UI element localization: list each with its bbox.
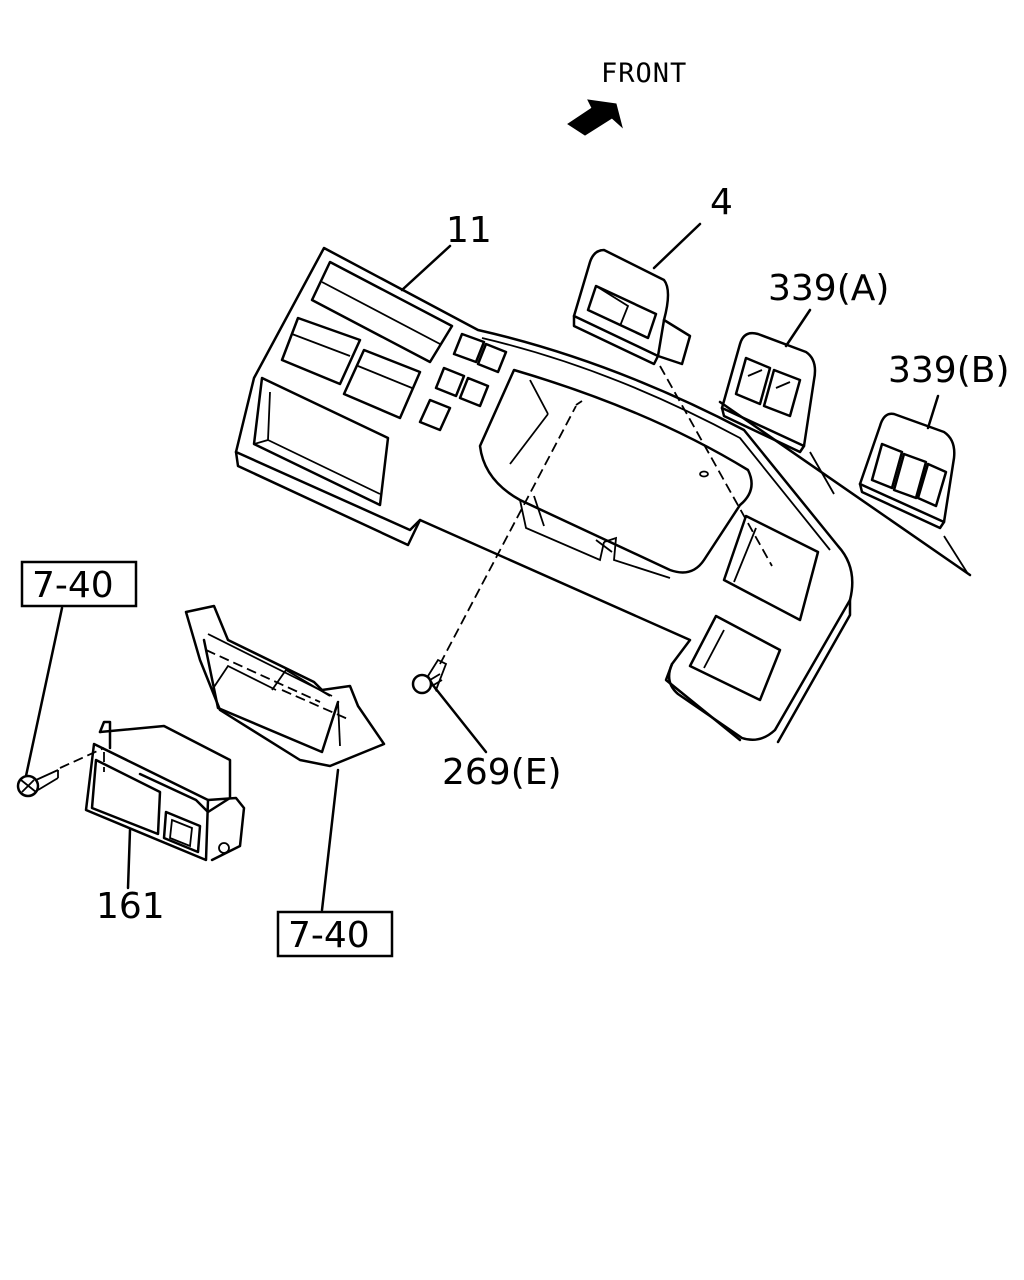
- switch-4: [572, 248, 692, 366]
- front-indicator: FRONT: [567, 58, 687, 136]
- ref-box-bottom-label: 7-40: [288, 915, 370, 956]
- switch-339a: [720, 331, 817, 454]
- ref-box-top: 7-40: [20, 560, 138, 608]
- callout-339a: 339(A): [768, 268, 889, 309]
- front-label: FRONT: [601, 58, 687, 89]
- front-arrow-icon: [567, 99, 623, 136]
- unit-161: [84, 720, 246, 862]
- switch-339b: [858, 412, 956, 530]
- callout-339b: 339(B): [888, 350, 1010, 391]
- callout-161: 161: [96, 886, 165, 927]
- bezel-bracket: [184, 604, 386, 768]
- callout-11: 11: [446, 210, 492, 251]
- callout-4: 4: [710, 182, 733, 223]
- ref-box-top-label: 7-40: [32, 565, 114, 606]
- ref-box-bottom: 7-40: [276, 910, 394, 958]
- screw-269e-icon: [411, 658, 448, 695]
- screw-left-icon: [16, 769, 59, 798]
- callout-269e: 269(E): [442, 752, 562, 793]
- instrument-panel: [234, 246, 854, 744]
